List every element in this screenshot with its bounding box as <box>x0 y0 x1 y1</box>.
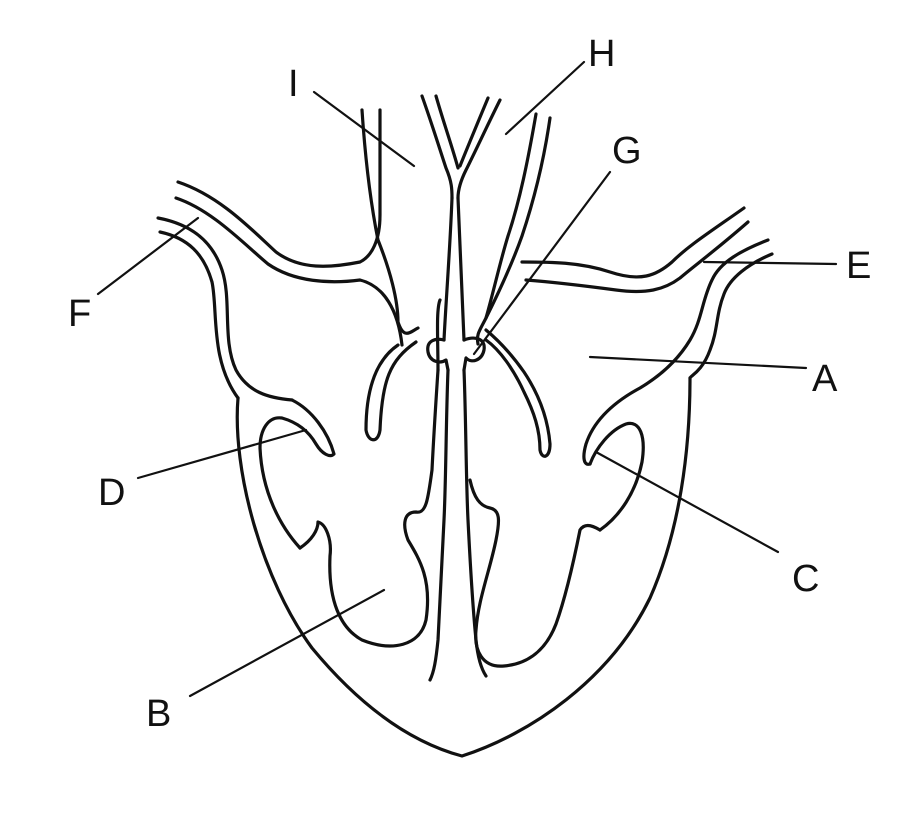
left-ventricle-walls <box>468 421 645 668</box>
label-E: E <box>846 245 871 287</box>
label-B: B <box>146 693 171 735</box>
leader-line-I <box>312 90 416 168</box>
leader-line-H <box>504 60 586 136</box>
leader-line-E <box>702 260 838 266</box>
label-A: A <box>812 358 838 400</box>
right-ventricle-walls <box>258 298 442 648</box>
right-atrium-walls <box>156 108 420 442</box>
label-F: F <box>68 293 91 335</box>
leader-lines <box>96 60 838 698</box>
leader-line-F <box>96 216 200 296</box>
label-I: I <box>288 63 299 105</box>
label-G: G <box>612 130 642 172</box>
label-C: C <box>792 558 819 600</box>
leader-line-C <box>594 450 780 554</box>
labels: A B C D E F G H I <box>68 33 871 735</box>
left-atrium-walls <box>475 112 774 466</box>
leader-line-D <box>136 428 308 480</box>
leader-line-B <box>188 588 386 698</box>
label-H: H <box>588 33 615 75</box>
leader-line-A <box>588 355 808 370</box>
label-D: D <box>98 472 125 514</box>
great-vessels <box>420 94 502 682</box>
leader-line-G <box>472 170 612 356</box>
heart-outer-wall <box>235 376 692 758</box>
